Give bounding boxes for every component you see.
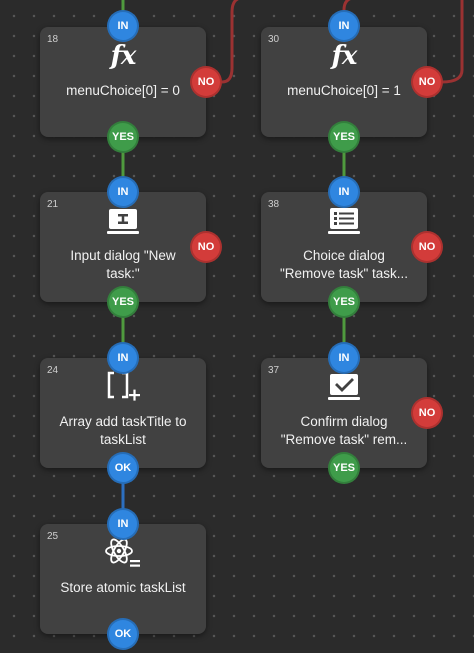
node-37-in-port[interactable]: IN [328,342,360,374]
node-label: Input dialog "New task:" [70,248,176,281]
node-38-in-port[interactable]: IN [328,176,360,208]
node-21-no-port[interactable]: NO [190,231,222,263]
node-30-no-port[interactable]: NO [411,66,443,98]
node-label: Confirm dialog "Remove task" rem... [280,414,408,447]
node-25-ok-port[interactable]: OK [107,618,139,650]
node-label: Store atomic taskList [60,580,186,595]
node-30-yes-port[interactable]: YES [328,121,360,153]
node-37-confirm-dialog[interactable]: 37 Confirm dialog "Remove task" rem... [261,358,427,468]
node-30-in-port[interactable]: IN [328,10,360,42]
node-id: 24 [47,365,59,376]
node-18-condition[interactable]: 18 fx menuChoice[0] = 0 [40,27,206,137]
node-21-in-port[interactable]: IN [107,176,139,208]
node-18-no-port[interactable]: NO [190,66,222,98]
choice-list-icon [261,204,427,238]
array-add-icon [40,370,206,404]
node-24-array-add[interactable]: 24 Array add taskTitle to taskList [40,358,206,468]
node-24-in-port[interactable]: IN [107,342,139,374]
node-38-choice-dialog[interactable]: 38 Choice dialog "Remove task" task... [261,192,427,302]
node-id: 30 [268,34,280,45]
wire-18-no-to-30 [221,0,239,84]
node-label: menuChoice[0] = 0 [66,83,180,98]
function-icon: fx [110,41,137,71]
node-21-input-dialog[interactable]: 21 Input dialog "New task:" [40,192,206,302]
node-id: 18 [47,34,59,45]
node-30-condition[interactable]: 30 fx menuChoice[0] = 1 [261,27,427,137]
wire-into-30 [342,0,351,26]
node-id: 38 [268,199,280,210]
node-21-yes-port[interactable]: YES [107,286,139,318]
wire-30-no-offscreen [441,0,464,84]
node-25-store-atomic[interactable]: 25 Store atomic taskList [40,524,206,634]
confirm-check-icon [261,370,427,404]
node-id: 37 [268,365,280,376]
node-18-yes-port[interactable]: YES [107,121,139,153]
node-25-in-port[interactable]: IN [107,508,139,540]
node-37-yes-port[interactable]: YES [328,452,360,484]
node-18-in-port[interactable]: IN [107,10,139,42]
function-icon: fx [331,41,358,71]
node-label: Array add taskTitle to taskList [59,414,187,447]
node-38-no-port[interactable]: NO [411,231,443,263]
node-id: 25 [47,531,59,542]
node-24-ok-port[interactable]: OK [107,452,139,484]
node-label: menuChoice[0] = 1 [287,83,401,98]
atom-store-icon [40,536,206,570]
node-id: 21 [47,199,59,210]
node-38-yes-port[interactable]: YES [328,286,360,318]
node-label: Choice dialog "Remove task" task... [279,248,409,281]
node-37-no-port[interactable]: NO [411,397,443,429]
input-dialog-icon [40,204,206,238]
